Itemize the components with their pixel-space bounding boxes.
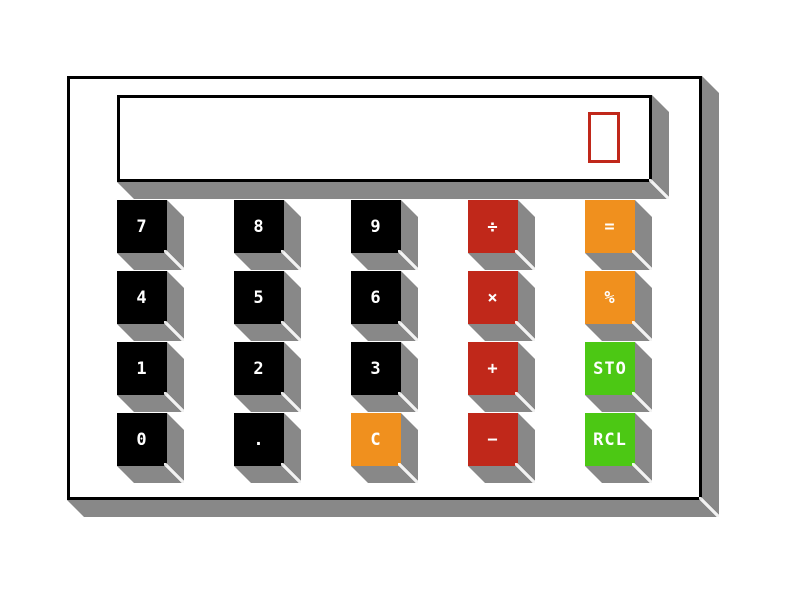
key-add-button[interactable]: + [468, 342, 535, 412]
key-label: + [487, 358, 499, 379]
key-label: 0 [136, 429, 148, 450]
key-5-button[interactable]: 5 [234, 271, 301, 341]
key-8-button[interactable]: 8 [234, 200, 301, 270]
key-face: 0 [117, 413, 167, 466]
key-decimal-button[interactable]: . [234, 413, 301, 483]
key-label: 6 [370, 287, 382, 308]
key-0-button[interactable]: 0 [117, 413, 184, 483]
key-label: C [370, 429, 382, 450]
key-label: = [604, 216, 616, 237]
key-label: 1 [136, 358, 148, 379]
key-equals-button[interactable]: = [585, 200, 652, 270]
key-face: × [468, 271, 518, 324]
key-face: 6 [351, 271, 401, 324]
key-2-button[interactable]: 2 [234, 342, 301, 412]
key-sto-button[interactable]: STO [585, 342, 652, 412]
key-subtract-button[interactable]: − [468, 413, 535, 483]
key-c-button[interactable]: C [351, 413, 418, 483]
key-face: 9 [351, 200, 401, 253]
key-label: 2 [253, 358, 265, 379]
key-label: × [487, 287, 499, 308]
key-face: . [234, 413, 284, 466]
key-label: % [604, 287, 616, 308]
key-4-button[interactable]: 4 [117, 271, 184, 341]
key-label: 5 [253, 287, 265, 308]
key-rcl-button[interactable]: RCL [585, 413, 652, 483]
key-face: C [351, 413, 401, 466]
key-face: 4 [117, 271, 167, 324]
key-label: 9 [370, 216, 382, 237]
key-6-button[interactable]: 6 [351, 271, 418, 341]
key-7-button[interactable]: 7 [117, 200, 184, 270]
calculator-display [117, 95, 669, 199]
key-face: − [468, 413, 518, 466]
key-multiply-button[interactable]: × [468, 271, 535, 341]
key-face: + [468, 342, 518, 395]
key-label: RCL [593, 429, 627, 450]
key-label: − [487, 429, 499, 450]
key-label: 8 [253, 216, 265, 237]
key-divide-button[interactable]: ÷ [468, 200, 535, 270]
key-face: 2 [234, 342, 284, 395]
key-face: = [585, 200, 635, 253]
key-label: 3 [370, 358, 382, 379]
key-face: 8 [234, 200, 284, 253]
key-face: RCL [585, 413, 635, 466]
key-1-button[interactable]: 1 [117, 342, 184, 412]
key-face: ÷ [468, 200, 518, 253]
key-face: 7 [117, 200, 167, 253]
key-3-button[interactable]: 3 [351, 342, 418, 412]
key-label: ÷ [487, 216, 499, 237]
key-label: 4 [136, 287, 148, 308]
key-9-button[interactable]: 9 [351, 200, 418, 270]
key-face: 3 [351, 342, 401, 395]
key-label: 7 [136, 216, 148, 237]
key-label: STO [593, 358, 627, 379]
key-label: . [253, 429, 265, 450]
key-face: % [585, 271, 635, 324]
key-percent-button[interactable]: % [585, 271, 652, 341]
key-face: 5 [234, 271, 284, 324]
key-face: STO [585, 342, 635, 395]
cursor-icon [588, 112, 620, 163]
key-face: 1 [117, 342, 167, 395]
